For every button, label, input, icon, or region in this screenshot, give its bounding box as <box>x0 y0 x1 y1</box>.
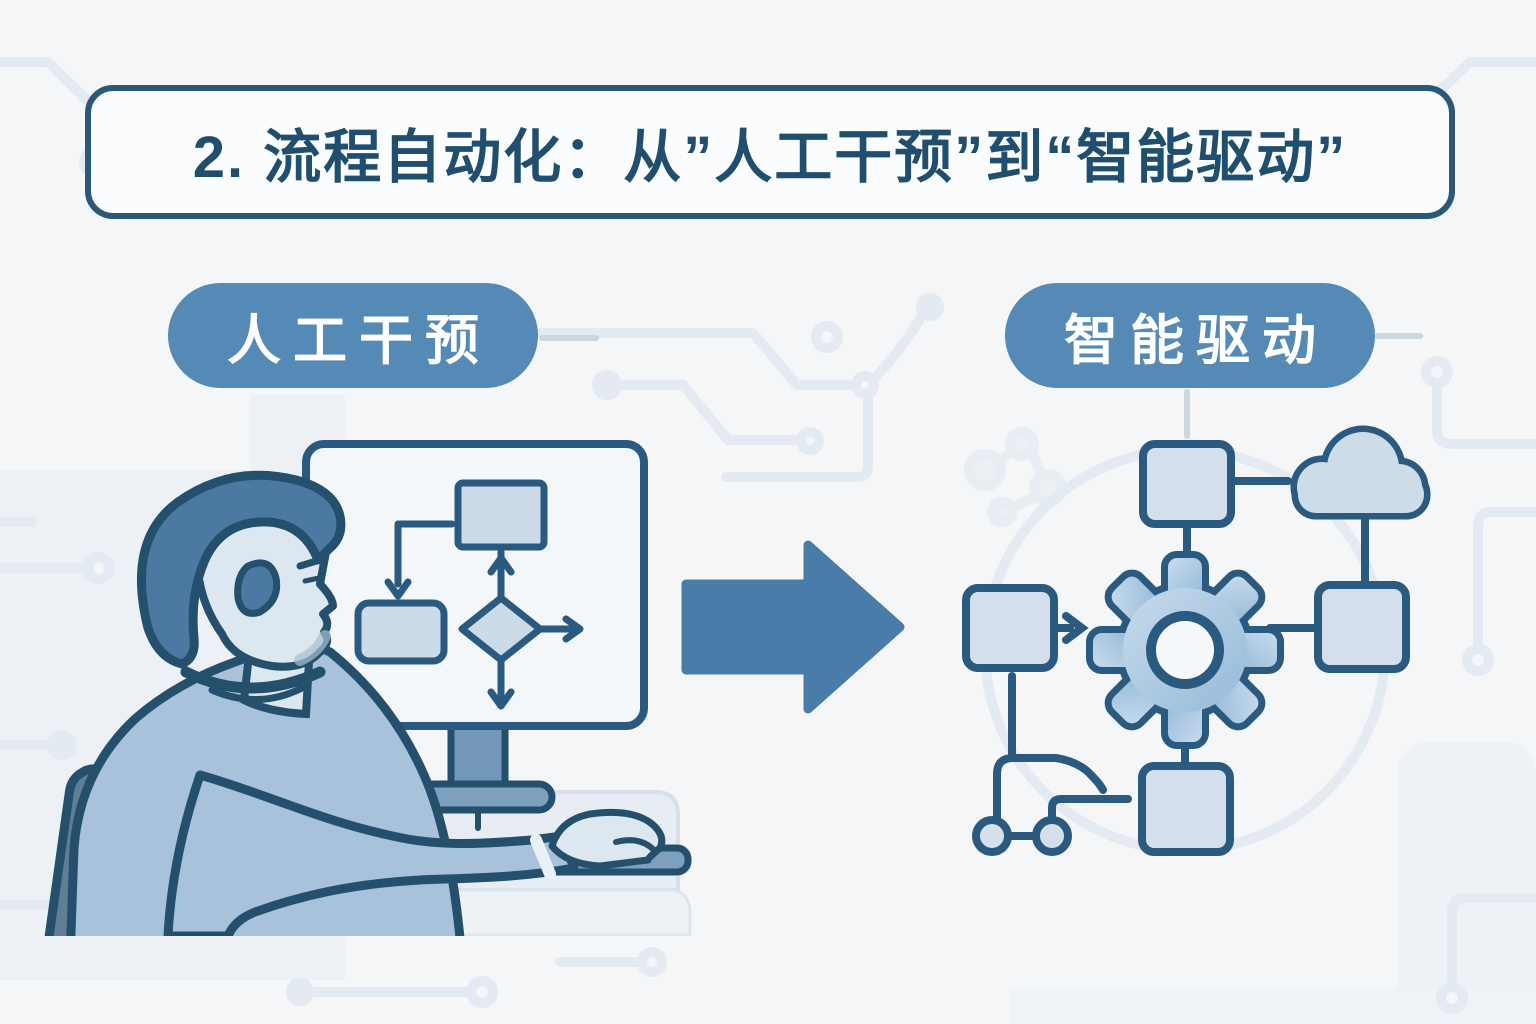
diagram-nodes <box>962 440 1410 856</box>
finger-line <box>613 837 657 853</box>
sweater-collar <box>180 666 326 694</box>
node-top-square <box>1139 440 1235 528</box>
eye <box>302 575 322 584</box>
arrowhead-right-icon <box>562 615 584 643</box>
branch-icon <box>972 672 1132 856</box>
label-pill-manual-text: 人工干预 <box>227 311 491 371</box>
automation-diagram <box>539 333 1431 856</box>
hair <box>136 470 346 669</box>
title-banner: 2. 流程自动化：从”人工干预”到“智能驱动” <box>85 85 1455 219</box>
node-bottom-square <box>1138 762 1234 856</box>
big-right-arrow-icon <box>681 540 905 714</box>
node-left-square <box>962 584 1058 672</box>
arrowhead-down-icon <box>384 578 412 600</box>
cloud-icon <box>1290 425 1431 520</box>
gear-icon <box>1086 551 1284 749</box>
gear-hole <box>1146 611 1224 689</box>
person-illustration <box>66 470 666 936</box>
label-pill-smart: 智能驱动 <box>1005 283 1375 388</box>
node-right-square <box>1314 581 1410 673</box>
arrowhead-down2-icon <box>487 688 515 710</box>
page-title: 2. 流程自动化：从”人工干预”到“智能驱动” <box>192 125 1348 190</box>
label-pill-manual: 人工干预 <box>168 283 538 388</box>
faint-connectors <box>539 333 1423 439</box>
flowchart-icon <box>354 479 584 710</box>
circuit-traces <box>0 57 1536 1014</box>
beard-shade <box>294 630 331 666</box>
flowchart-process-box <box>454 479 548 551</box>
flowchart-rounded-box <box>354 599 448 665</box>
ear-icon <box>234 559 281 617</box>
eyebrow <box>296 555 327 570</box>
sleeve-cuff <box>530 834 556 880</box>
hand <box>548 808 666 870</box>
pale-panel-right <box>1398 742 1536 1024</box>
label-pill-smart-text: 智能驱动 <box>1064 311 1328 371</box>
arm <box>163 770 579 936</box>
arrowhead-up-icon <box>487 554 515 576</box>
computer-monitor <box>302 440 648 831</box>
arrowhead-into-gear-icon <box>1062 612 1089 644</box>
